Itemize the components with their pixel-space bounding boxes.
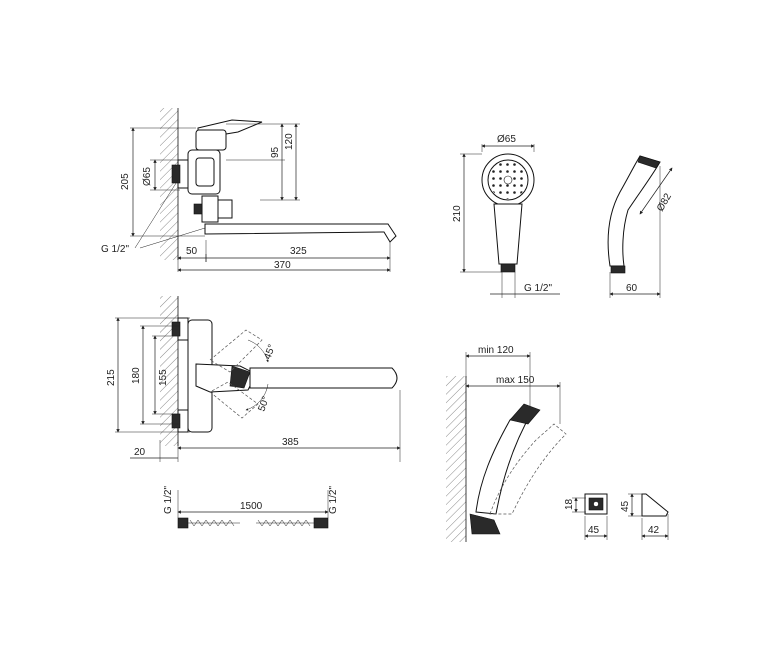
- dim-180: 180: [131, 367, 142, 384]
- mixer-cartridge: [195, 157, 215, 187]
- lever-ghost-lower: [209, 381, 259, 419]
- lever-top-grip: [229, 365, 251, 389]
- dim-370: 370: [274, 260, 291, 271]
- holder-shower-face: [509, 403, 541, 425]
- dim-18: 18: [564, 498, 575, 510]
- spout: [204, 223, 397, 243]
- side-view: 205 Ø65 95 120 G 1/2" 50 325 370: [101, 108, 397, 272]
- shower-center: [503, 175, 513, 185]
- dim-45-bracket: 45: [588, 525, 600, 536]
- dim-155: 155: [158, 369, 169, 386]
- shower-side-body: [607, 155, 661, 267]
- shower-side-thread: [610, 265, 626, 274]
- dim-205: 205: [120, 173, 131, 190]
- shower-outlet: [217, 199, 233, 219]
- lever-base: [195, 129, 227, 151]
- wall-bracket-front: 18 45: [564, 493, 608, 540]
- dim-thread: G 1/2": [101, 244, 129, 255]
- dim-thread-hose-right: G 1/2": [328, 486, 339, 514]
- dim-50deg: 50°: [256, 395, 272, 413]
- wall-hatch-holder: [446, 376, 466, 542]
- diverter-knob: [193, 203, 203, 215]
- wall-bracket-side: 45 42: [620, 493, 669, 540]
- dim-1500: 1500: [240, 501, 263, 512]
- dim-20: 20: [134, 447, 146, 458]
- dim-min120: min 120: [478, 345, 514, 356]
- bracket-screw-hole: [593, 501, 599, 507]
- shower-thread-end: [500, 263, 516, 273]
- dim-60: 60: [626, 283, 638, 294]
- dim-45deg: 45°: [262, 343, 278, 361]
- dim-45-side: 45: [620, 500, 631, 512]
- hose-view: 1500 G 1/2" G 1/2": [163, 486, 339, 529]
- holder-shower-ghost: [489, 423, 567, 515]
- holder-shower-solid: [475, 407, 533, 515]
- dim-42: 42: [648, 525, 660, 536]
- dim-210: 210: [452, 205, 463, 222]
- bracket-side-body: [641, 493, 669, 517]
- eccentric-nut: [171, 164, 181, 184]
- dim-120: 120: [284, 133, 295, 150]
- top-view: 45° 50° 215 180 155 20 385: [106, 296, 401, 462]
- dim-d65: Ø65: [142, 167, 153, 186]
- dim-d82: Ø82: [655, 191, 674, 213]
- dim-max150: max 150: [496, 375, 535, 386]
- dim-thread-shower: G 1/2": [524, 283, 552, 294]
- spout-top: [249, 367, 398, 389]
- eccentric-upper-nut: [171, 321, 181, 337]
- holder-bracket: [469, 513, 501, 535]
- hose-nut-left: [177, 517, 189, 529]
- shower-handle: [493, 203, 523, 265]
- dim-385: 385: [282, 437, 299, 448]
- diverter-column: [201, 195, 219, 223]
- hand-shower-side: Ø82 60: [607, 155, 674, 298]
- eccentric-lower-nut: [171, 413, 181, 429]
- dim-215: 215: [106, 369, 117, 386]
- hose-nut-right: [313, 517, 329, 529]
- dim-325: 325: [290, 246, 307, 257]
- lever-ghost-upper: [209, 329, 263, 373]
- dim-d65-shower: Ø65: [497, 134, 516, 145]
- dim-50: 50: [186, 246, 198, 257]
- holder-view: min 120 max 150: [446, 345, 567, 542]
- dim-thread-hose-left: G 1/2": [163, 486, 174, 514]
- wall-hatch: [160, 108, 178, 260]
- dim-95: 95: [270, 146, 281, 158]
- hand-shower-front: Ø65 210 G 1/2": [452, 134, 560, 298]
